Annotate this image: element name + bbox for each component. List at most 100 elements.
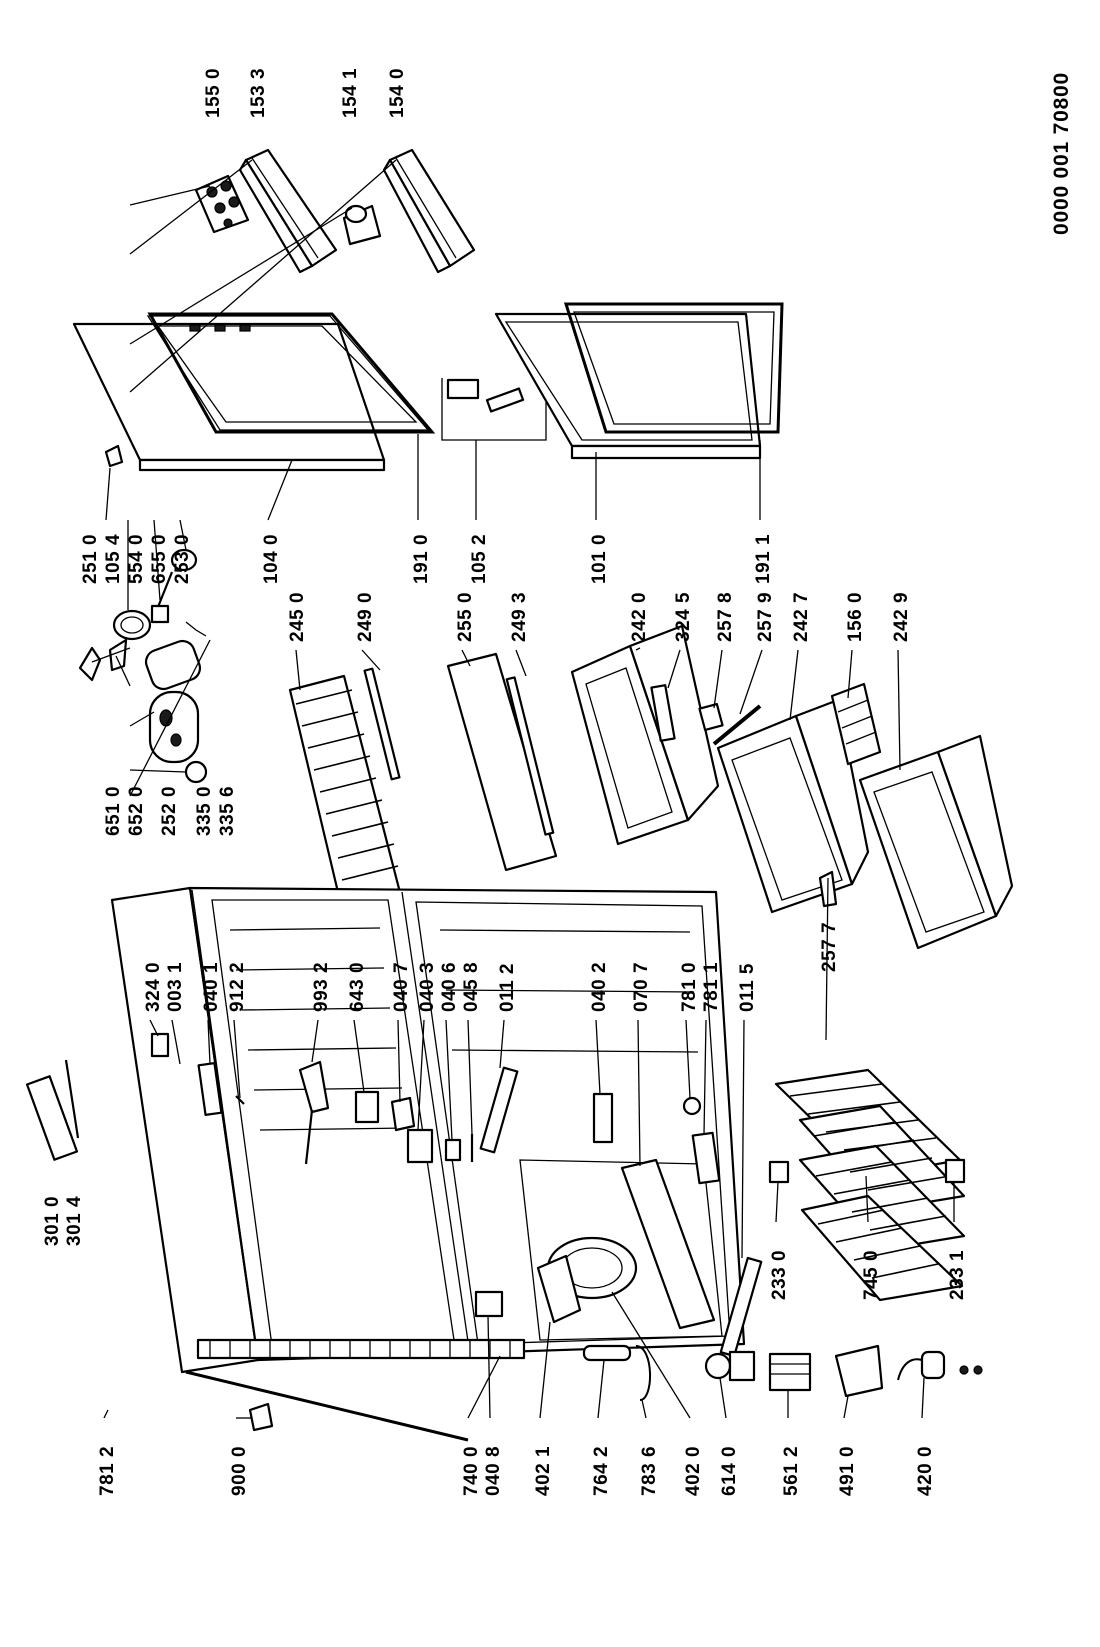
clip-257-8 — [698, 702, 724, 732]
drawer-lid-324-5 — [650, 684, 676, 742]
label-764-2: 764 2 — [591, 1446, 612, 1496]
thermostat-group — [78, 444, 208, 784]
label-900-0: 900 0 — [229, 1446, 250, 1496]
label-561-2: 561 2 — [781, 1446, 802, 1496]
label-781-2: 781 2 — [97, 1446, 118, 1496]
filter-764-2 — [582, 1344, 632, 1362]
cover-491-0 — [834, 1344, 884, 1398]
label-324-5: 324 5 — [673, 592, 694, 642]
foot-233-1 — [944, 1158, 966, 1184]
label-156-0: 156 0 — [845, 592, 866, 642]
door-gasket-191-1 — [563, 302, 784, 434]
rail-070-7 — [620, 1158, 716, 1330]
freezer-grilles-745 — [774, 1068, 966, 1302]
drawer-242-9 — [858, 734, 1014, 950]
label-154-0: 154 0 — [387, 68, 408, 118]
fridge-door-104 — [72, 315, 430, 472]
label-191-0: 191 0 — [411, 534, 432, 584]
label-105-2: 105 2 — [469, 534, 490, 584]
label-301-4: 301 4 — [64, 1196, 85, 1246]
label-070-7: 070 7 — [631, 962, 652, 1012]
label-554-0: 554 0 — [126, 534, 147, 584]
shelf-trim-249-3 — [505, 676, 555, 836]
label-912-2: 912 2 — [227, 962, 248, 1012]
label-040-7: 040 7 — [391, 962, 412, 1012]
label-301-0: 301 0 — [42, 1196, 63, 1246]
drain-tube-781-2 — [185, 1370, 469, 1442]
label-402-0: 402 0 — [683, 1446, 704, 1496]
rail-257-9 — [712, 704, 762, 746]
label-154-1: 154 1 — [340, 68, 361, 118]
bracket-040-2 — [592, 1092, 614, 1144]
label-745-0: 745 0 — [861, 1250, 882, 1300]
shelf-trim-249-0 — [363, 667, 401, 781]
label-251-0: 251 0 — [80, 534, 101, 584]
clip-900-0 — [248, 1402, 274, 1432]
label-335-0: 335 0 — [194, 786, 215, 836]
label-040-1: 040 1 — [201, 962, 222, 1012]
label-153-3: 153 3 — [248, 68, 269, 118]
light-bar-011-2 — [479, 1066, 519, 1154]
foot-233-0 — [768, 1160, 790, 1184]
starter-561-2 — [768, 1352, 812, 1392]
label-104-0: 104 0 — [261, 534, 282, 584]
hinge-105-2 — [441, 378, 547, 441]
clip-040-8 — [474, 1290, 504, 1318]
drawer-242-7 — [716, 698, 870, 914]
label-249-0: 249 0 — [355, 592, 376, 642]
part-labels: 155 0 153 3 154 1 154 0 251 0 105 4 554 … — [42, 68, 968, 1496]
light-bar-011-5 — [719, 1256, 763, 1358]
evaporator-panel-301 — [25, 1059, 80, 1161]
label-655-0: 655 0 — [149, 534, 170, 584]
label-783-6: 783 6 — [639, 1446, 660, 1496]
door-bin-154 — [382, 148, 476, 274]
door-bin-155 — [194, 174, 250, 234]
label-253-0: 253 0 — [172, 534, 193, 584]
label-651-0: 651 0 — [103, 786, 124, 836]
freezer-door-101 — [494, 312, 762, 460]
label-491-0: 491 0 — [837, 1446, 858, 1496]
small-screws — [959, 1365, 983, 1375]
label-045-8: 045 8 — [461, 962, 482, 1012]
label-242-7: 242 7 — [791, 592, 812, 642]
label-105-4: 105 4 — [103, 534, 124, 584]
document-number: 0000 001 70800 — [1050, 72, 1073, 235]
label-335-6: 335 6 — [217, 786, 238, 836]
relay-614-0 — [704, 1350, 756, 1382]
label-249-3: 249 3 — [509, 592, 530, 642]
label-003-1: 003 1 — [165, 962, 186, 1012]
label-257-7: 257 7 — [819, 922, 840, 972]
label-993-2: 993 2 — [311, 962, 332, 1012]
glass-shelf-255 — [446, 652, 558, 872]
knob-781-0 — [682, 1096, 702, 1116]
label-040-6: 040 6 — [439, 962, 460, 1012]
label-257-9: 257 9 — [755, 592, 776, 642]
label-040-3: 040 3 — [417, 962, 438, 1012]
label-011-5: 011 5 — [737, 963, 758, 1012]
compressor-bracket-402-1 — [536, 1254, 582, 1324]
hinge-324-0-group — [150, 1032, 245, 1116]
label-643-0: 643 0 — [347, 962, 368, 1012]
label-257-8: 257 8 — [715, 592, 736, 642]
label-242-9: 242 9 — [891, 592, 912, 642]
condenser-740 — [196, 1338, 526, 1360]
ice-tray-156 — [830, 682, 882, 766]
leader-lines — [91, 159, 955, 1419]
label-402-1: 402 1 — [533, 1446, 554, 1496]
label-781-1: 781 1 — [701, 962, 722, 1012]
label-252-0: 252 0 — [159, 786, 180, 836]
label-011-2: 011 2 — [497, 963, 518, 1012]
label-324-0: 324 0 — [143, 962, 164, 1012]
label-233-0: 233 0 — [769, 1250, 790, 1300]
label-740-0: 740 0 — [461, 1446, 482, 1496]
capillary-783-6 — [635, 1345, 651, 1401]
label-255-0: 255 0 — [455, 592, 476, 642]
egg-holder-154 — [342, 204, 382, 246]
drawer-242-0 — [570, 624, 720, 846]
label-191-1: 191 1 — [753, 534, 774, 584]
fixing-parts-group — [298, 1060, 474, 1165]
door-gasket-191-0 — [147, 312, 436, 434]
label-233-1: 233 1 — [947, 1250, 968, 1300]
grille-781-1 — [691, 1131, 721, 1185]
